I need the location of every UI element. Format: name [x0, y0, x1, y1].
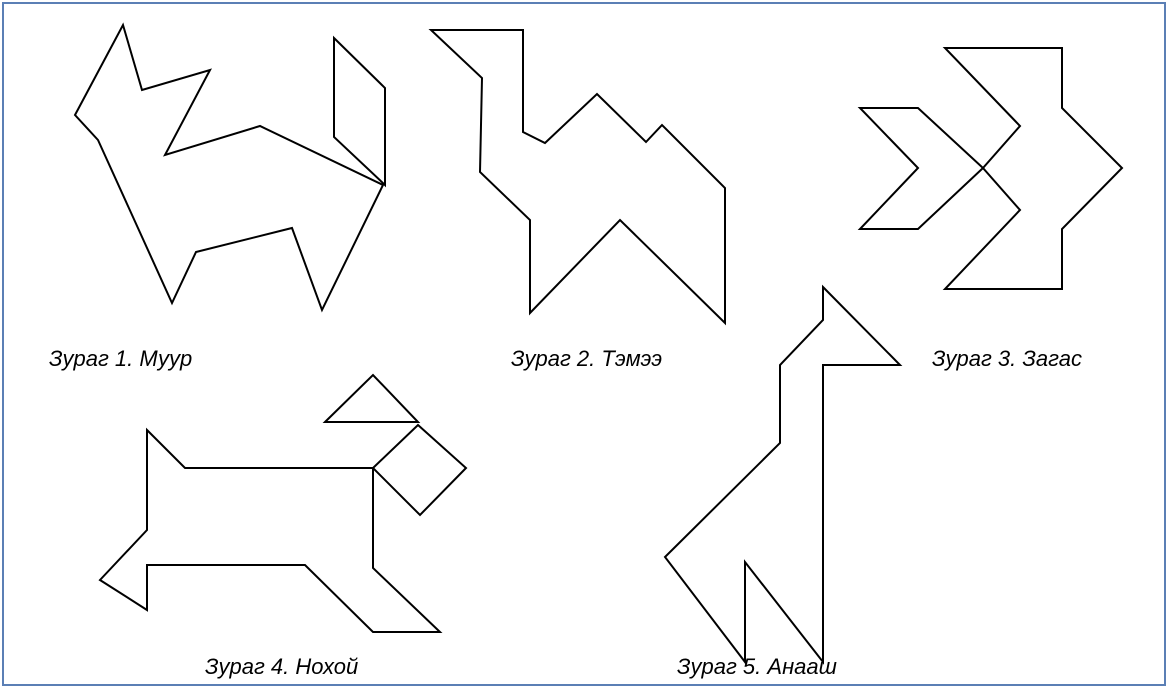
- tangram-cat: [73, 22, 386, 313]
- tangram-camel: [428, 29, 726, 326]
- camel-outline: [428, 29, 726, 326]
- fish-body-outline: [942, 47, 1124, 290]
- cat-tail-parallelogram: [333, 35, 386, 188]
- fish-tail-outline: [857, 107, 985, 230]
- tangram-fish: [857, 47, 1124, 290]
- caption-figure-4: Зураг 4. Нохой: [205, 654, 359, 679]
- giraffe-outline: [663, 284, 903, 665]
- dog-ear-triangle: [322, 373, 421, 423]
- tangram-dog: [98, 373, 468, 633]
- caption-figure-5: Зураг 5. Анааш: [677, 654, 837, 679]
- tangram-giraffe: [663, 284, 903, 665]
- dog-body-outline: [98, 427, 443, 633]
- caption-figure-1: Зураг 1. Муур: [49, 346, 193, 371]
- dog-head-square: [371, 423, 468, 517]
- cat-body-outline: [73, 22, 385, 313]
- caption-figure-2: Зураг 2. Тэмээ: [511, 346, 663, 371]
- caption-figure-3: Зураг 3. Загас: [932, 346, 1082, 371]
